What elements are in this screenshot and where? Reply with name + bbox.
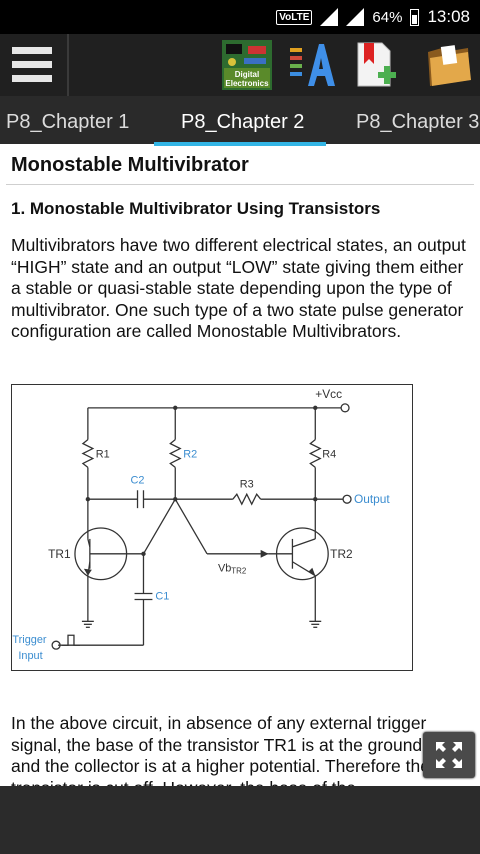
logo-text-2: Electronics: [225, 79, 269, 88]
logo-text-1: Digital: [235, 70, 259, 79]
signal-icon-2: [346, 8, 365, 26]
volte-indicator: VoLTE: [276, 9, 313, 25]
clock: 13:08: [427, 7, 470, 26]
bookmark-add-icon[interactable]: [350, 40, 400, 90]
chapter-tabs: P8_Chapter 1 P8_Chapter 2 P8_Chapter 3: [0, 96, 480, 144]
label-vb: VbTR2: [218, 563, 247, 576]
label-r4: R4: [322, 448, 336, 460]
label-vcc: +Vcc: [315, 387, 342, 401]
signal-icon: [320, 8, 339, 26]
folder-icon[interactable]: [424, 40, 474, 90]
toolbar: Digital Electronics: [0, 34, 480, 96]
expand-icon: [436, 742, 462, 768]
article-title: Monostable Multivibrator: [11, 154, 249, 176]
paragraph-intro: Multivibrators have two different electr…: [11, 235, 466, 341]
tab-chapter-3[interactable]: P8_Chapter 3: [356, 111, 480, 133]
fullscreen-button[interactable]: [423, 732, 475, 778]
menu-icon[interactable]: [12, 47, 52, 83]
battery-percent: 64%: [372, 8, 403, 26]
label-trigger: Trigger: [12, 634, 47, 646]
label-tr1: TR1: [48, 547, 71, 561]
label-tr2: TR2: [330, 547, 353, 561]
active-tab-indicator: [154, 142, 326, 146]
label-c2: C2: [131, 474, 145, 486]
tab-chapter-2[interactable]: P8_Chapter 2: [181, 111, 305, 133]
font-icon[interactable]: [286, 40, 336, 90]
bottom-bar: [0, 786, 480, 854]
label-c1: C1: [155, 590, 169, 602]
toolbar-divider: [67, 34, 69, 96]
digital-electronics-icon[interactable]: Digital Electronics: [222, 40, 272, 90]
paragraph-explanation: In the above circuit, in absence of any …: [11, 713, 463, 786]
label-r1: R1: [96, 448, 110, 460]
label-output: Output: [354, 492, 390, 506]
label-r2: R2: [183, 448, 197, 460]
label-input: Input: [18, 650, 42, 662]
tab-chapter-1[interactable]: P8_Chapter 1: [6, 111, 130, 133]
label-r3: R3: [240, 478, 254, 490]
status-bar: VoLTE 64% 13:08: [0, 0, 480, 34]
title-divider: [6, 184, 474, 185]
battery-icon: [410, 8, 420, 26]
section-heading: 1. Monostable Multivibrator Using Transi…: [11, 199, 381, 218]
circuit-diagram: +Vcc R1 R2 R4 C2 R3 Output TR1 TR2 VbTR2…: [11, 384, 413, 671]
article-content[interactable]: Monostable Multivibrator 1. Monostable M…: [0, 146, 480, 786]
